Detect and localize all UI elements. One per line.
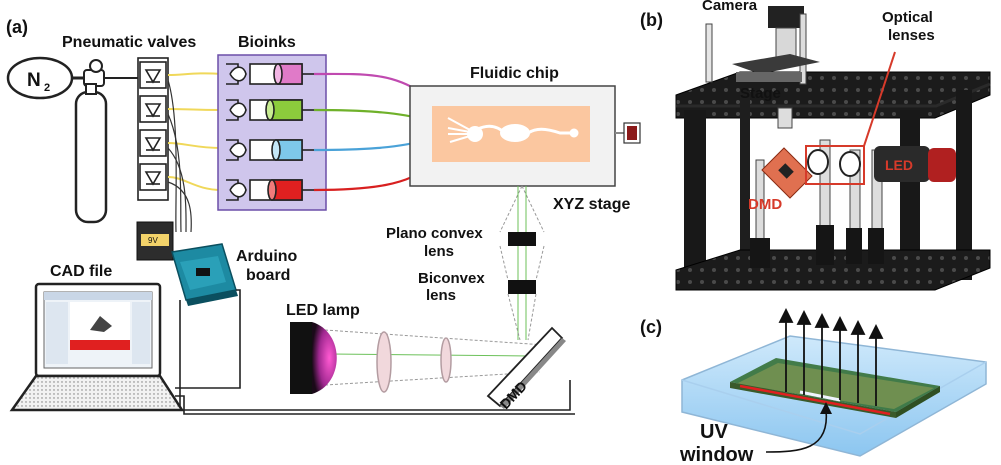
uv-arrows (778, 307, 884, 406)
uv-window-label-2: window (679, 444, 754, 465)
biconvex-label-1: Biconvex (418, 270, 485, 287)
fluidic-chip-label: Fluidic chip (470, 65, 559, 82)
dmd-mirror: DMD (486, 326, 566, 412)
air-tubes (167, 72, 223, 233)
xyz-stage-label: XYZ stage (553, 196, 630, 213)
plano-convex-lens (508, 232, 536, 246)
syringe-green (226, 99, 314, 121)
dmd-b-label: DMD (748, 196, 782, 213)
biconvex-lens (508, 280, 536, 294)
chip-channels (447, 117, 579, 143)
plano-convex-label-1: Plano convex (386, 225, 483, 242)
uv-window-label-1: UV (700, 421, 728, 443)
syringe-pink (226, 63, 314, 85)
battery: 9V (136, 221, 174, 261)
bioinks-label: Bioinks (238, 34, 296, 51)
lamp-lenses (376, 331, 452, 393)
led-lamp (290, 322, 337, 394)
bioink-syringes (226, 63, 314, 201)
stage-label: Stage (740, 85, 781, 102)
n2-subscript: 2 (44, 82, 50, 94)
laptop (9, 282, 185, 412)
led-lamp-label: LED lamp (286, 302, 360, 319)
arduino-label-2: board (246, 267, 290, 284)
optical-bench: Stage (675, 6, 991, 291)
cad-file-label: CAD file (50, 263, 112, 280)
optical-lenses-label-1: Optical (882, 9, 933, 26)
uv-chip (681, 335, 987, 457)
pneumatic-valves-label: Pneumatic valves (62, 34, 196, 51)
biconvex-label-2: lens (426, 287, 456, 304)
arduino-board (171, 243, 238, 306)
panel-a-label: (a) (6, 17, 28, 37)
plano-convex-label-2: lens (424, 243, 454, 260)
uv-window-pointer (765, 409, 828, 453)
panel-b-label: (b) (640, 10, 663, 30)
pneumatic-valves (137, 57, 169, 201)
n2-label: N (27, 70, 41, 91)
n2-gas-cylinder: N 2 (6, 56, 138, 224)
battery-text: 9V (148, 236, 158, 245)
control-cables (175, 289, 575, 415)
arduino-label-1: Arduino (236, 248, 298, 265)
led-b-label: LED (885, 157, 913, 173)
syringe-red (226, 179, 314, 201)
optical-path (324, 185, 546, 386)
camera-label: Camera (702, 0, 758, 14)
optical-lenses-label-2: lenses (888, 27, 935, 44)
panel-c-label: (c) (640, 317, 662, 337)
syringe-blue (226, 139, 314, 161)
